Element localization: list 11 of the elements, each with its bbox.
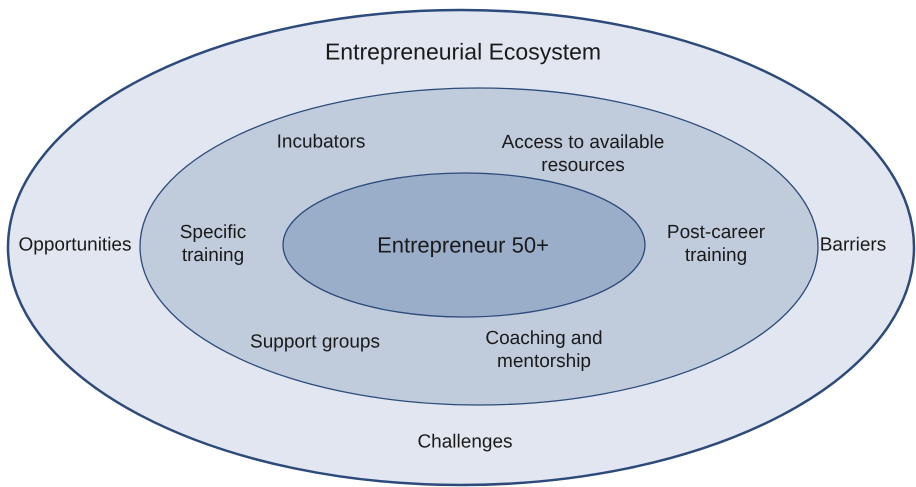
ring-label: Specific training [178,221,248,267]
ring-label: Opportunities [17,234,132,256]
ring-label: Support groups [249,330,381,354]
ring-label: Access to available resources [500,131,666,177]
ring-label: Post-career training [666,221,766,267]
ring-label: Barriers [818,234,888,256]
heading: Entrepreneurial Ecosystem [324,40,602,64]
ring-label: Incubators [276,130,366,154]
center-label: Entrepreneur 50+ [376,234,550,256]
ring-label: Coaching and mentorship [484,327,604,373]
ring-label: Challenges [416,430,514,454]
